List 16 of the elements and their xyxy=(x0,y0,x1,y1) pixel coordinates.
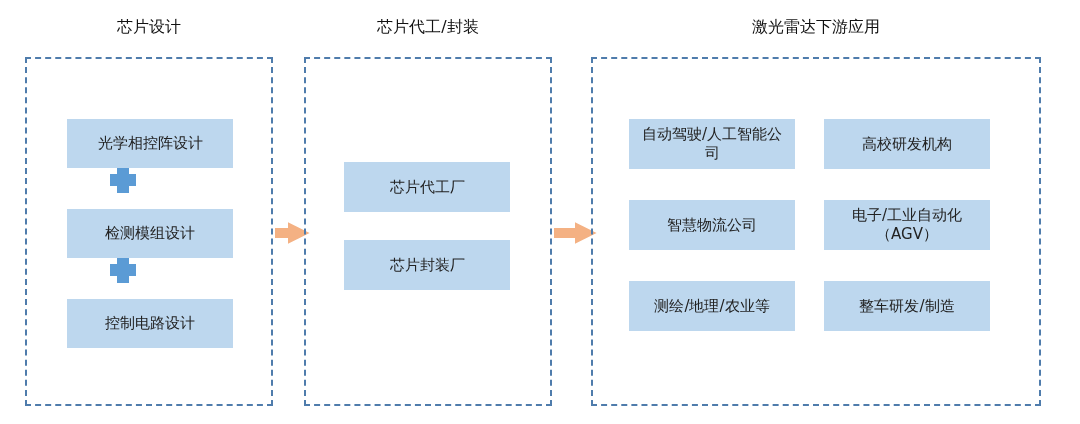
process-box: 高校研发机构 xyxy=(824,119,990,169)
panel-heading: 激光雷达下游应用 xyxy=(751,17,881,38)
process-box: 整车研发/制造 xyxy=(824,281,990,331)
process-box: 自动驾驶/人工智能公司 xyxy=(629,119,795,169)
process-box: 电子/工业自动化（AGV） xyxy=(824,200,990,250)
process-box: 控制电路设计 xyxy=(67,299,233,348)
process-box: 芯片封装厂 xyxy=(344,240,510,290)
arrow xyxy=(554,222,597,244)
process-box: 检测模组设计 xyxy=(67,209,233,258)
process-box: 测绘/地理/农业等 xyxy=(629,281,795,331)
process-box: 智慧物流公司 xyxy=(629,200,795,250)
arrow xyxy=(275,222,310,244)
panel-heading: 芯片设计 xyxy=(116,17,182,38)
process-box: 芯片代工厂 xyxy=(344,162,510,212)
process-box: 光学相控阵设计 xyxy=(67,119,233,168)
panel-heading: 芯片代工/封装 xyxy=(376,17,480,38)
